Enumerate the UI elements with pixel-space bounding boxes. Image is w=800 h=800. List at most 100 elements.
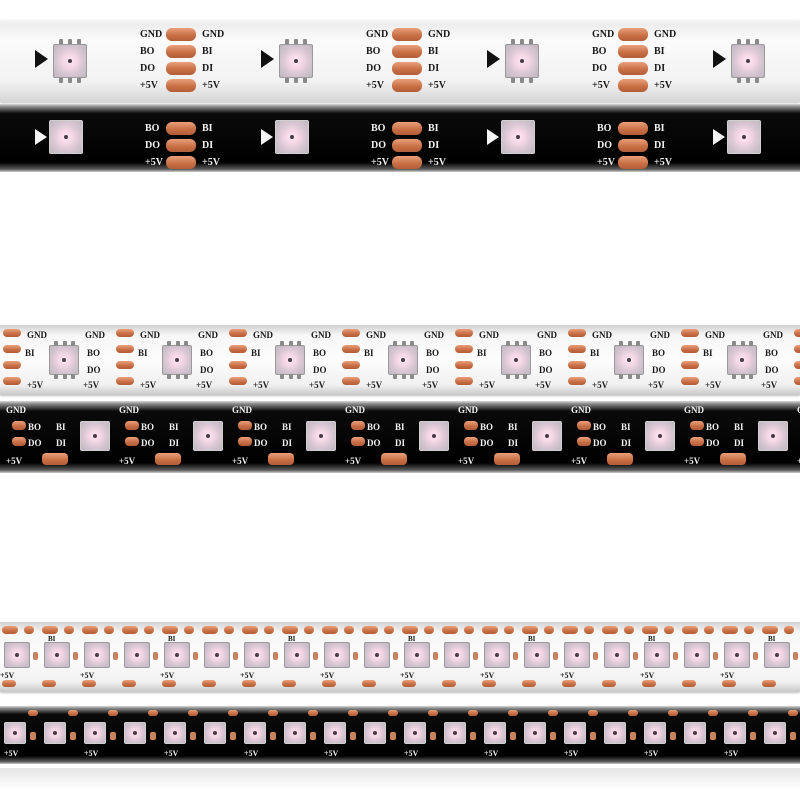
- rgb-led-5050: [275, 345, 305, 375]
- pin-label-bo: BO: [200, 348, 214, 358]
- copper-pad: [794, 329, 800, 337]
- copper-pad: [264, 626, 274, 634]
- pin-label-di: DI: [202, 140, 214, 151]
- pin-label-bi: BI: [282, 422, 292, 432]
- copper-pad: [468, 710, 478, 716]
- rgb-led-5050: [164, 642, 190, 668]
- pin-label-do: DO: [367, 438, 381, 448]
- led-lead: [54, 341, 59, 346]
- smd-capacitor: [790, 732, 796, 740]
- led-die: [653, 731, 657, 735]
- pin-label-v5: +5V: [324, 749, 339, 758]
- led-lead: [68, 77, 73, 83]
- pin-label-v5: +5V: [571, 456, 588, 466]
- pin-label-bi: BI: [288, 635, 296, 643]
- pin-label-bo: BO: [366, 46, 381, 57]
- led-die: [15, 653, 19, 657]
- pin-label-do: DO: [652, 365, 666, 375]
- rgb-led-5050: [727, 120, 761, 154]
- copper-pad: [618, 62, 648, 75]
- led-lead: [506, 341, 511, 346]
- led-lead: [401, 341, 406, 346]
- pin-label-bo: BO: [87, 348, 101, 358]
- smd-capacitor: [390, 732, 396, 740]
- pin-label-do: DO: [480, 438, 494, 448]
- copper-pad: [522, 626, 538, 634]
- pin-label-bi: BI: [168, 635, 176, 643]
- pin-label-v5: +5V: [644, 749, 659, 758]
- copper-pad: [577, 437, 591, 446]
- smd-capacitor: [33, 652, 38, 660]
- pin-label-v5: +5V: [232, 456, 249, 466]
- led-lead: [635, 374, 640, 379]
- rgb-led-5050: [404, 642, 430, 668]
- pin-label-v5: +5V: [597, 157, 615, 168]
- rgb-led-5050: [44, 642, 70, 668]
- strip-144-black: +5V+5V+5V+5V+5V+5V+5V+5V+5V+5V+5V: [0, 706, 800, 764]
- copper-pad: [116, 361, 134, 369]
- copper-pad: [3, 361, 21, 369]
- copper-pad: [162, 626, 178, 634]
- rgb-led-5050: [727, 345, 757, 375]
- led-lead: [746, 77, 751, 83]
- rgb-led-5050: [306, 421, 336, 451]
- led-lead: [529, 39, 534, 45]
- copper-pad: [788, 710, 798, 716]
- pin-label-di: DI: [169, 438, 180, 448]
- pin-label-v5: +5V: [479, 380, 496, 390]
- smd-capacitor: [713, 652, 718, 660]
- led-lead: [748, 341, 753, 346]
- copper-pad: [42, 626, 58, 634]
- pin-label-v5: +5V: [654, 157, 672, 168]
- pin-label-do: DO: [313, 365, 327, 375]
- smd-capacitor: [433, 652, 438, 660]
- led-die: [573, 731, 577, 735]
- copper-pad: [116, 377, 134, 385]
- rgb-led-5050: [284, 722, 306, 744]
- pin-label-v5: +5V: [797, 456, 800, 466]
- pin-label-do: DO: [593, 438, 607, 448]
- led-die: [533, 731, 537, 735]
- led-lead: [732, 341, 737, 346]
- smd-capacitor: [150, 732, 156, 740]
- copper-pad: [668, 710, 678, 716]
- copper-pad: [618, 45, 648, 58]
- led-die: [175, 358, 179, 362]
- copper-pad: [584, 626, 594, 634]
- pin-label-do: DO: [28, 438, 42, 448]
- smd-capacitor: [190, 732, 196, 740]
- pin-label-gnd: GND: [311, 330, 331, 340]
- led-die: [295, 653, 299, 657]
- copper-pad: [342, 345, 360, 353]
- copper-pad: [229, 329, 247, 337]
- pin-label-bi: BI: [138, 348, 148, 358]
- copper-pad: [682, 680, 696, 687]
- rgb-led-5050: [324, 642, 350, 668]
- led-lead: [409, 374, 414, 379]
- pin-label-gnd: GND: [705, 330, 725, 340]
- copper-pad: [464, 437, 478, 446]
- led-die: [413, 731, 417, 735]
- smd-capacitor: [630, 732, 636, 740]
- copper-pad: [2, 626, 18, 634]
- copper-pad: [392, 62, 422, 75]
- led-lead: [511, 39, 516, 45]
- copper-pad: [428, 710, 438, 716]
- led-die: [771, 434, 775, 438]
- led-die: [575, 653, 579, 657]
- pin-label-do: DO: [366, 63, 381, 74]
- led-die: [775, 653, 779, 657]
- copper-pad: [166, 45, 196, 58]
- pin-label-do: DO: [141, 438, 155, 448]
- copper-pad: [116, 345, 134, 353]
- copper-pad: [681, 361, 699, 369]
- led-lead: [294, 77, 299, 83]
- smd-capacitor: [350, 732, 356, 740]
- pin-label-bo: BO: [597, 123, 612, 134]
- copper-pad: [148, 710, 158, 716]
- copper-pad: [166, 79, 196, 92]
- copper-pad: [392, 28, 422, 41]
- copper-pad: [562, 626, 578, 634]
